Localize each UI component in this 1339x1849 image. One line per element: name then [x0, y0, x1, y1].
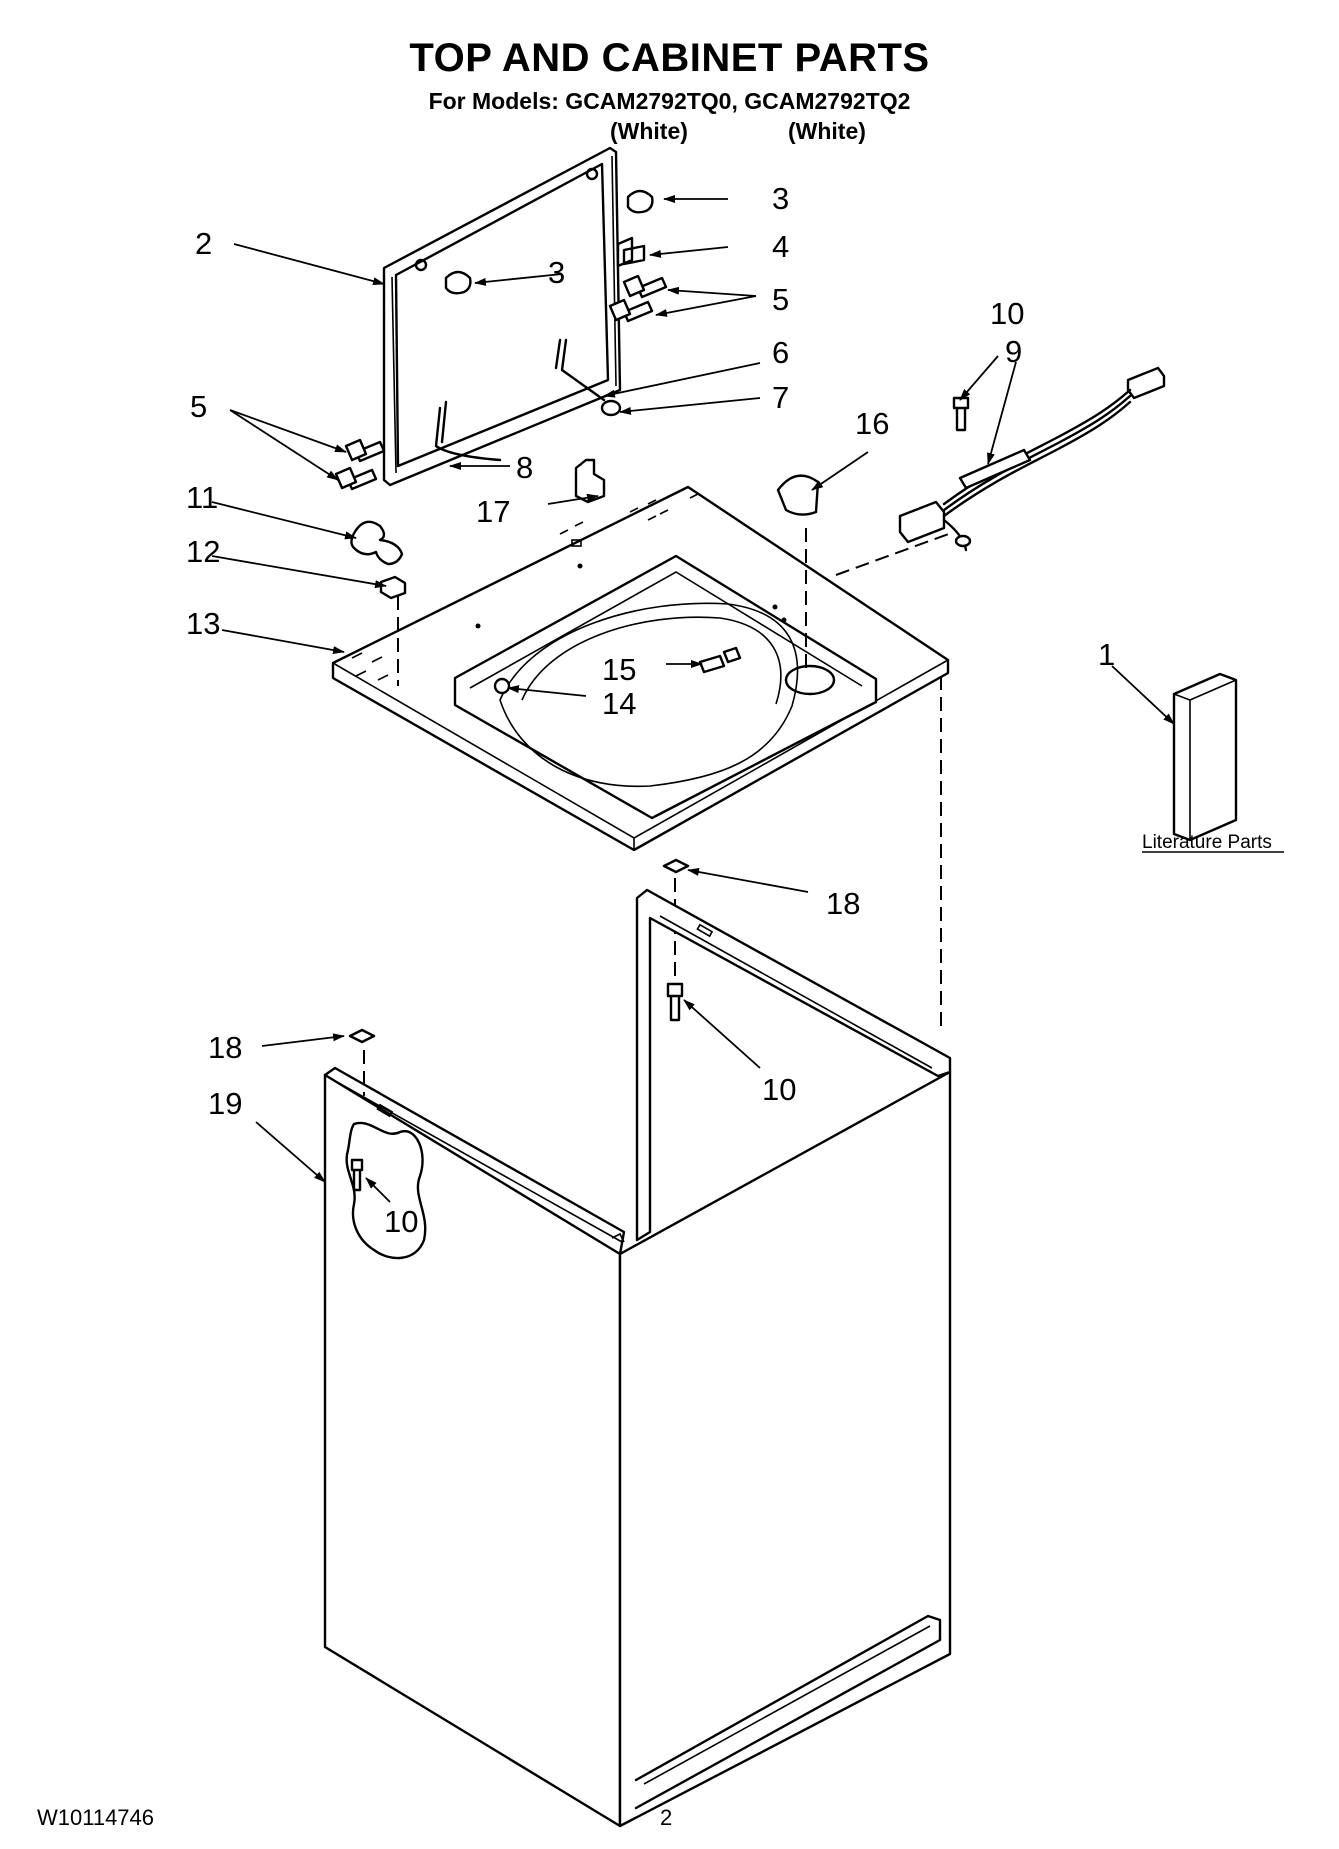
- literature-label: Literature Parts: [1142, 832, 1272, 853]
- callout-13-top: 13: [186, 606, 220, 641]
- model-color-1: (White): [610, 118, 688, 144]
- callout-7-bushing: 7: [772, 380, 789, 415]
- nut-18a-drawing: [662, 858, 690, 874]
- callout-9-harness: 9: [1005, 334, 1022, 369]
- literature-drawing: [1172, 672, 1238, 842]
- document-code: W10114746: [37, 1805, 155, 1830]
- callout-5-rear-screws: 5: [772, 282, 789, 317]
- nut-drawing: [379, 575, 407, 600]
- callout-3-rear-bumper: 3: [772, 181, 789, 216]
- leader-lines: [211, 195, 1175, 1203]
- hinge-screw-drawing: [334, 274, 668, 491]
- models-line: For Models: GCAM2792TQ0, GCAM2792TQ2: [428, 88, 911, 114]
- callout-5-front-screws: 5: [190, 389, 207, 424]
- rear-hinge-drawing: [560, 338, 606, 402]
- callout-4-strike: 4: [772, 229, 789, 264]
- top-panel-drawing: [331, 485, 950, 852]
- callout-3-front-bumper: 3: [548, 255, 565, 290]
- model-color-2: (White): [788, 118, 866, 144]
- callout-17-bracket: 17: [476, 494, 510, 529]
- callout-10-upper: 10: [990, 296, 1024, 331]
- callout-16-cap: 16: [855, 406, 889, 441]
- page-title: TOP AND CABINET PARTS: [409, 36, 930, 80]
- front-hinge-drawing: [434, 406, 502, 462]
- nut-18b-drawing: [348, 1028, 376, 1044]
- callout-2-lid: 2: [195, 226, 212, 261]
- callout-10-center: 10: [762, 1072, 796, 1107]
- bracket-drawing: [574, 458, 606, 504]
- bushing-drawing: [600, 399, 622, 417]
- callout-8-front-hinge: 8: [516, 450, 533, 485]
- cabinet-drawing: [323, 888, 952, 1828]
- lid-drawing: [382, 146, 622, 487]
- screw-10a-drawing: [952, 396, 970, 432]
- strike-drawing: [616, 236, 646, 268]
- bumper-drawing: [444, 189, 654, 295]
- callout-18-rear-nut: 18: [826, 886, 860, 921]
- screw-15-drawing: [698, 646, 742, 674]
- assembly-line-9: [835, 531, 955, 576]
- screw-10b-drawing: [666, 982, 684, 1022]
- harness-drawing: [898, 366, 1166, 552]
- callout-19-cabinet: 19: [208, 1086, 242, 1121]
- callout-18-front-nut: 18: [208, 1030, 242, 1065]
- cap-drawing: [776, 474, 820, 516]
- callout-14-hose: 14: [602, 686, 636, 721]
- callout-10-cutaway: 10: [384, 1204, 418, 1239]
- callout-11-clip: 11: [186, 480, 218, 515]
- callout-12-nut: 12: [186, 534, 220, 569]
- callout-15-screw: 15: [602, 652, 636, 687]
- front-hinge-drawing-b: [440, 400, 448, 444]
- hose-14-drawing: [493, 677, 511, 695]
- callout-6-rear-hinge: 6: [772, 335, 789, 370]
- callout-1-literature: 1: [1098, 637, 1115, 672]
- rear-hinge-drawing-b: [554, 338, 562, 370]
- page-number: 2: [660, 1805, 673, 1830]
- clip-drawing: [350, 520, 404, 566]
